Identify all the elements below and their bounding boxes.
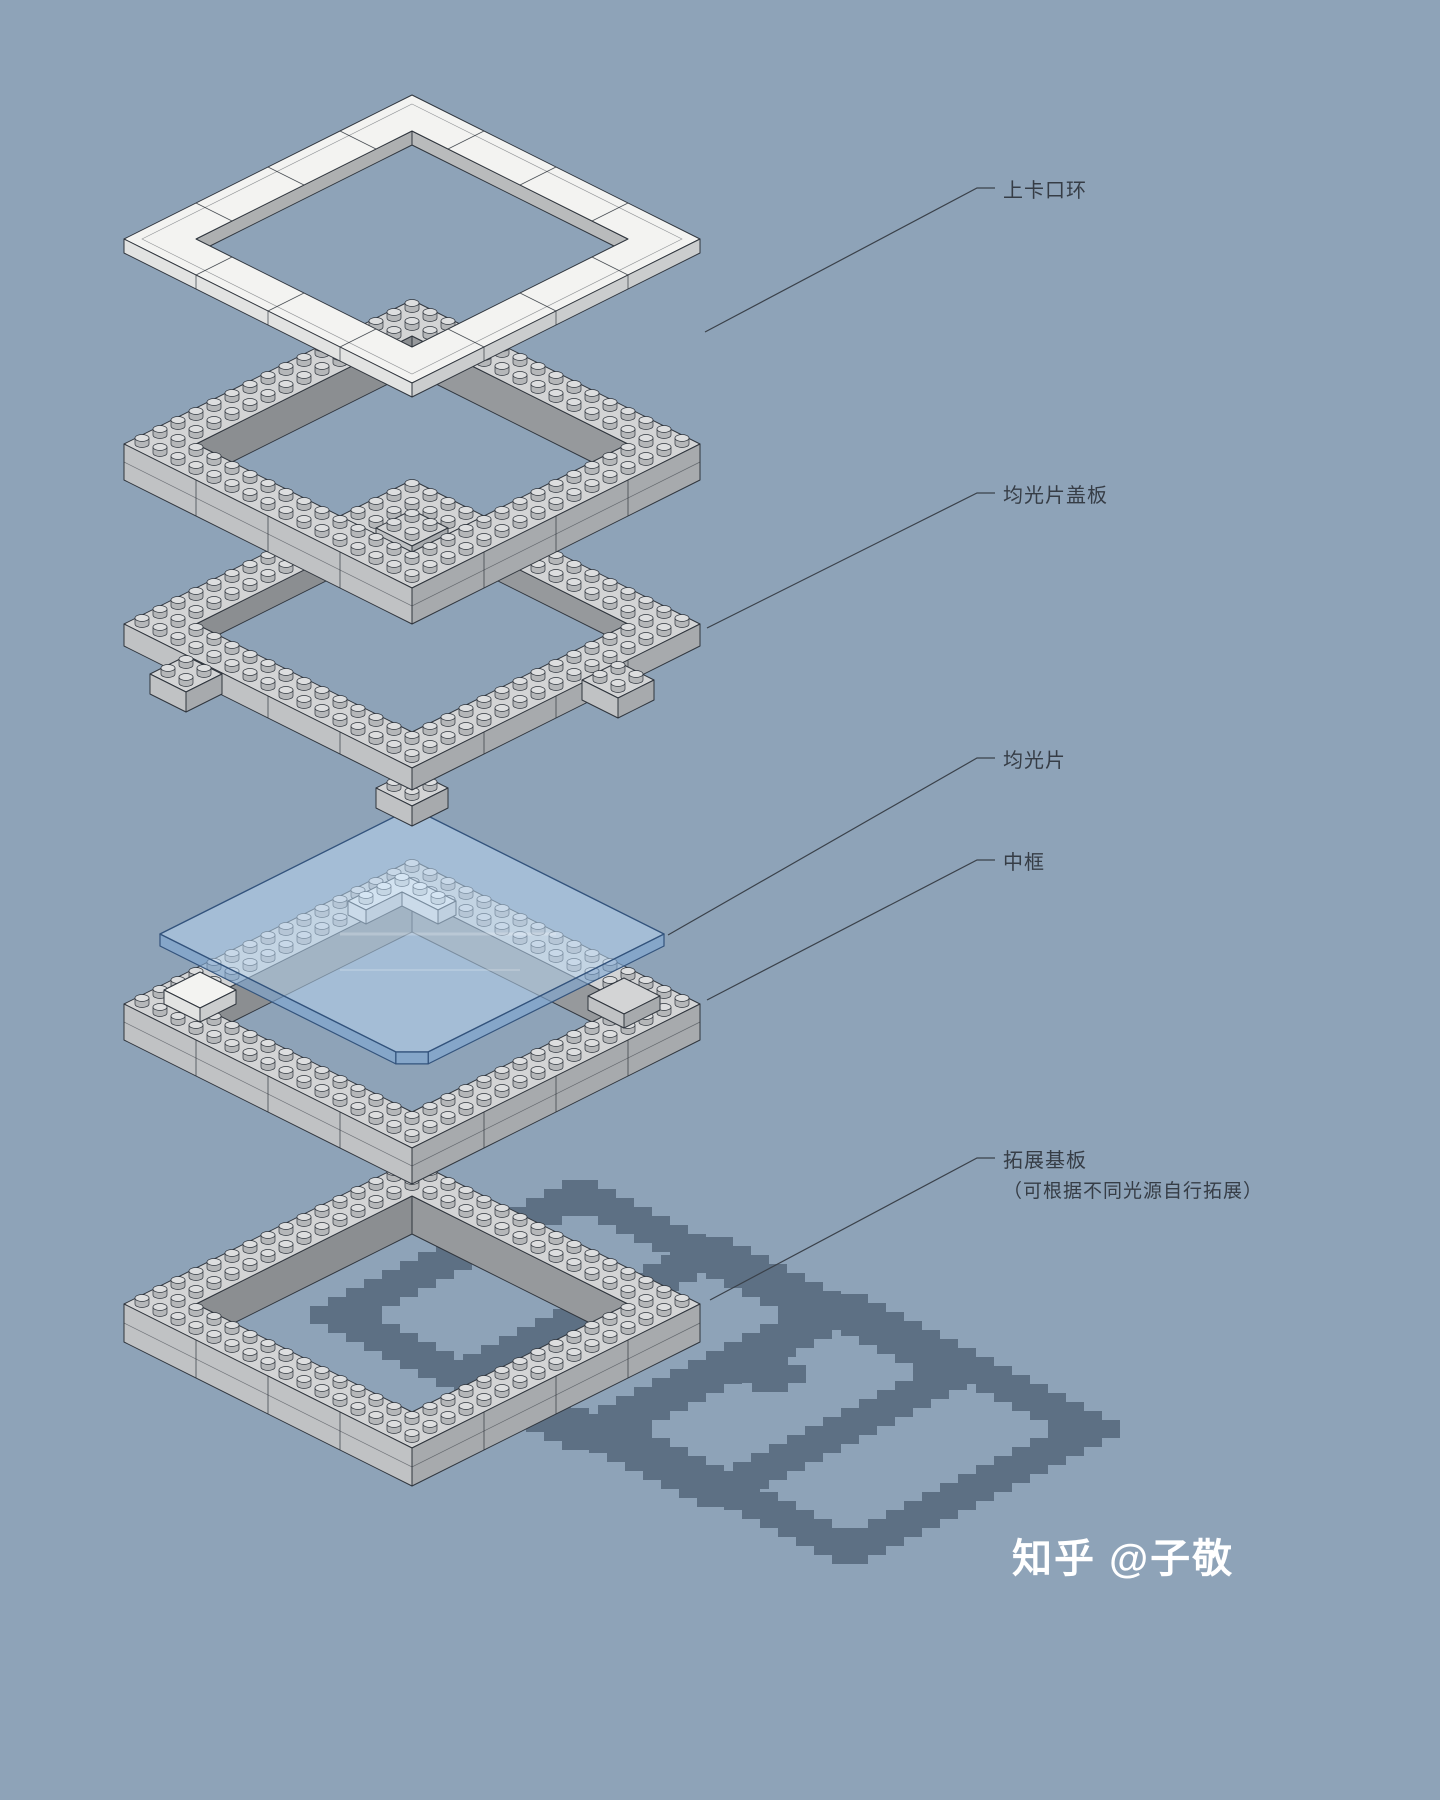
leader-lines: [667, 187, 995, 1301]
label-upper-clip-ring: 上卡口环: [1003, 180, 1087, 202]
label-diffuser-cover-plate: 均光片盖板: [1003, 485, 1108, 507]
middle-frame-right-tile: [587, 977, 661, 1029]
label-expansion-baseplate: 拓展基板 （可根据不同光源自行拓展）: [1003, 1146, 1263, 1206]
middle-frame-left-tile: [163, 971, 237, 1023]
baseplate-ring: [123, 1159, 701, 1487]
label-diffuser-sheet: 均光片: [1003, 750, 1066, 772]
label-expansion-baseplate-line1: 拓展基板: [1003, 1150, 1087, 1172]
diffuser-sheet: [159, 807, 665, 1065]
upper-clip-ring-base: [123, 299, 701, 625]
upper-clip-ring-top: [123, 94, 701, 398]
watermark-zhihu: 知乎 @子敬: [1012, 1537, 1235, 1581]
label-middle-frame: 中框: [1003, 852, 1045, 874]
cover-foot-right: [581, 661, 655, 719]
cover-foot-left: [149, 655, 223, 713]
label-expansion-baseplate-line2: （可根据不同光源自行拓展）: [1003, 1181, 1264, 1202]
